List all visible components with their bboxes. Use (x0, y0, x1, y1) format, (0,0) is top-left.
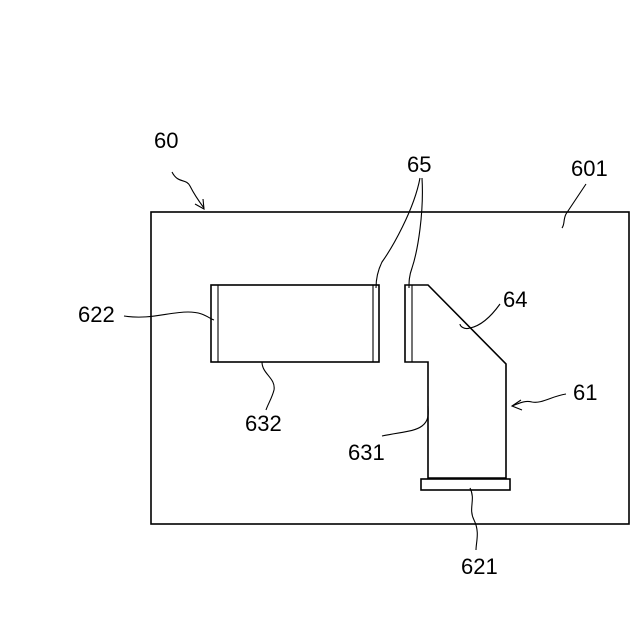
leader-621 (470, 488, 477, 550)
label-device: 60 (154, 128, 178, 153)
leader-60-arrow (172, 172, 204, 208)
leader-631 (382, 406, 428, 436)
label-end-face-bottom: 621 (461, 554, 498, 579)
leader-632 (262, 362, 274, 410)
bent-member (405, 285, 510, 490)
label-side-face-bent: 631 (348, 440, 385, 465)
base-plate-outline (151, 212, 629, 524)
leader-65-to-straight (376, 178, 420, 288)
label-side-face-straight: 632 (245, 411, 282, 436)
label-base-surface: 601 (571, 156, 608, 181)
label-bent-member: 61 (573, 380, 597, 405)
label-gap-faces: 65 (407, 152, 431, 177)
straight-member (211, 285, 379, 362)
leader-61-arrowhead (512, 400, 522, 410)
bent-member-body (405, 285, 506, 478)
leader-60-arrowhead (195, 199, 204, 209)
straight-member-body (211, 285, 379, 362)
label-inclined-face: 64 (503, 287, 527, 312)
leader-601 (562, 184, 586, 228)
leader-lines (124, 172, 586, 550)
leader-64 (460, 304, 500, 329)
label-end-face-left: 622 (78, 302, 115, 327)
bent-member-foot (421, 479, 510, 490)
leader-622 (124, 312, 214, 320)
